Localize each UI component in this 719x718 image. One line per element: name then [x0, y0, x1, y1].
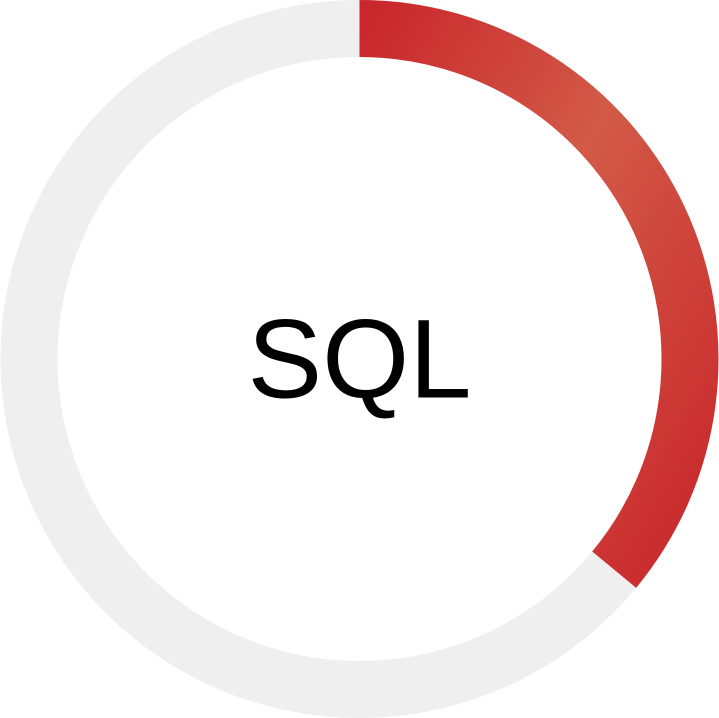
center-label: SQL	[247, 297, 471, 422]
ring-remaining-arc	[0, 0, 637, 718]
ring-progress-arc	[359, 0, 719, 588]
